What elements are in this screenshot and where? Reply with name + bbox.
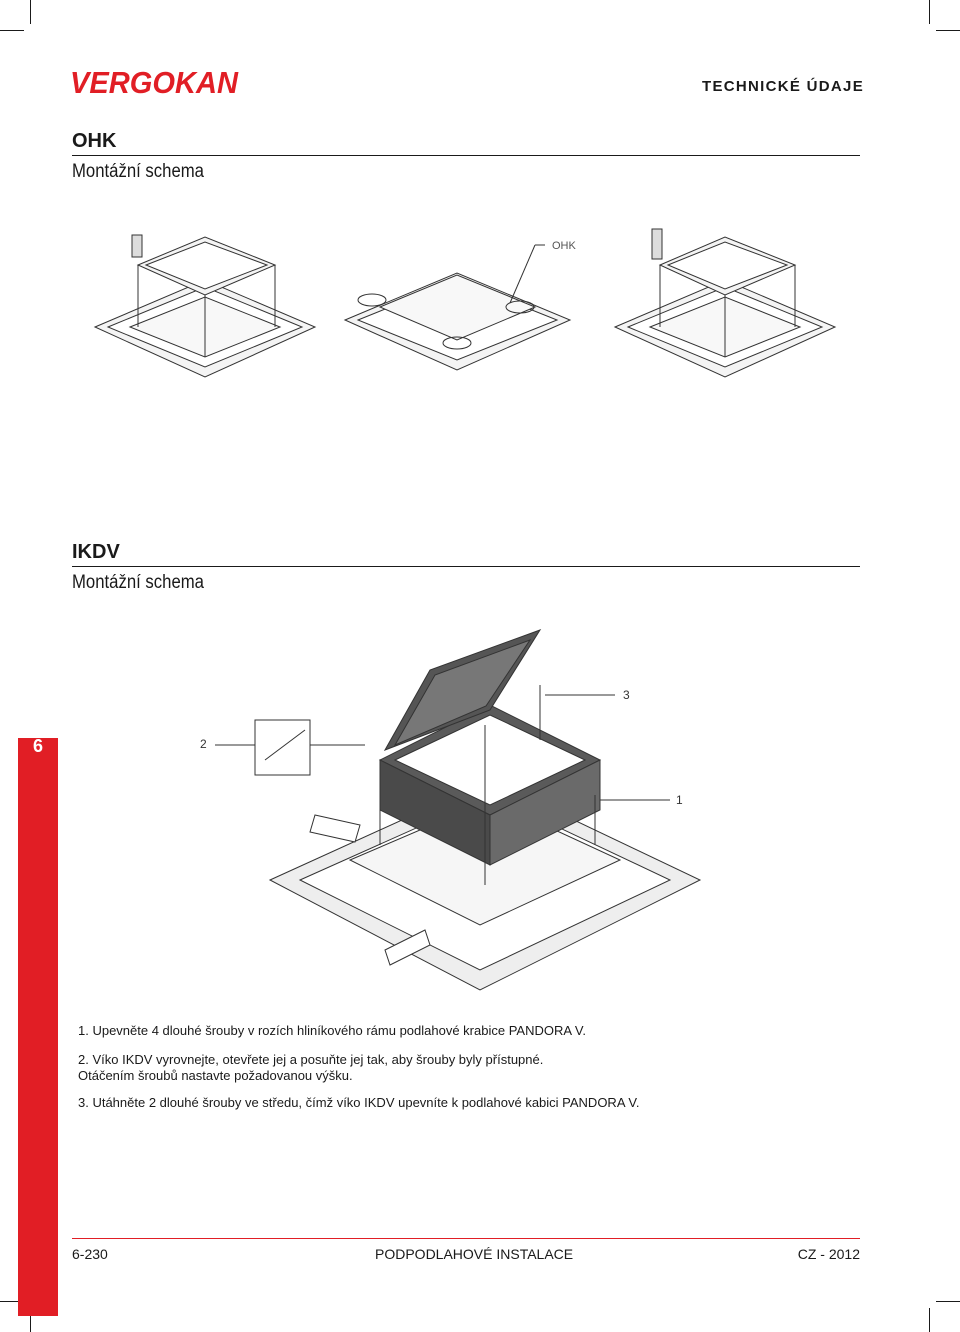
svg-text:VERGOKAN: VERGOKAN — [70, 66, 239, 98]
vergokan-logo: VERGOKAN — [70, 66, 239, 98]
footer-section: PODPODLAHOVÉ INSTALACE — [375, 1246, 574, 1262]
crop-mark — [929, 1308, 930, 1332]
footer-rule — [72, 1238, 860, 1239]
header-title: TECHNICKÉ ÚDAJE — [701, 78, 864, 95]
crop-mark — [0, 1301, 24, 1302]
section-subtitle-ikdv: Montážní schema — [72, 572, 204, 593]
crop-mark — [936, 30, 960, 31]
section-rule — [72, 155, 860, 156]
section-subtitle-ohk: Montážní schema — [72, 161, 204, 182]
callout-3: 3 — [623, 688, 630, 702]
chapter-tab — [18, 738, 58, 1316]
crop-mark — [30, 0, 31, 24]
chapter-number: 6 — [32, 736, 43, 756]
instruction-2b: Otáčením šroubů nastavte požadovanou výš… — [78, 1068, 353, 1083]
crop-mark — [929, 0, 930, 24]
ohk-diagram: OHK — [93, 228, 837, 378]
callout-ohk: OHK — [552, 240, 577, 252]
callout-2: 2 — [200, 737, 207, 751]
instruction-1: 1. Upevněte 4 dlouhé šrouby v rozích hli… — [78, 1023, 587, 1038]
section-title-ikdv: IKDV — [72, 541, 120, 563]
crop-mark — [30, 1308, 31, 1332]
section-rule — [72, 566, 860, 567]
instruction-3: 3. Utáhněte 2 dlouhé šrouby ve středu, č… — [78, 1095, 640, 1110]
section-title-ohk: OHK — [72, 130, 117, 152]
footer-edition: CZ - 2012 — [797, 1246, 860, 1262]
footer-page-number: 6-230 — [72, 1246, 108, 1262]
callout-1: 1 — [676, 793, 683, 807]
ikdv-diagram: 2 3 1 — [200, 629, 702, 991]
instruction-2: 2. Víko IKDV vyrovnejte, otevřete jej a … — [78, 1052, 544, 1067]
crop-mark — [936, 1301, 960, 1302]
crop-mark — [0, 30, 24, 31]
